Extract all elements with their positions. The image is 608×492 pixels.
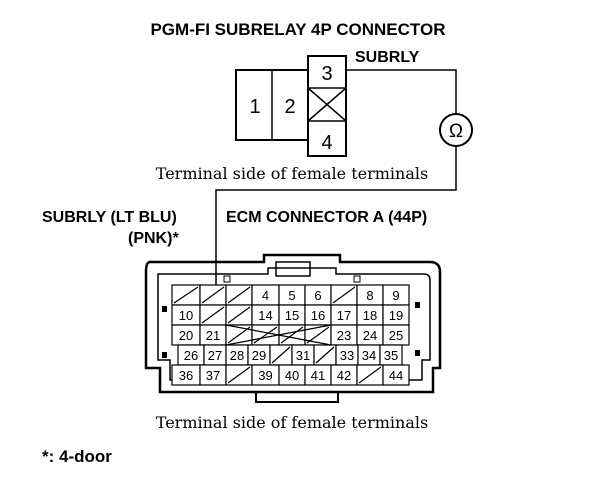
ecm-terminal-34: 34 — [362, 348, 376, 363]
test-lead-bottom — [215, 146, 457, 300]
ecm-terminal-grid: 4 5 6 8 9 10 14 15 16 17 18 19 20 21 23 24 25 26 27 28 29 31 3… — [171, 284, 410, 386]
ecm-terminal-20: 20 — [179, 328, 193, 343]
ecm-empty-slash — [201, 286, 225, 304]
ecm-empty-slash — [271, 346, 291, 364]
ohm-symbol: Ω — [449, 121, 463, 142]
ohmmeter-icon: Ω — [439, 113, 473, 147]
ecm-empty-slash — [280, 326, 304, 344]
ecm-terminal-39: 39 — [258, 368, 272, 383]
ecm-terminal-37: 37 — [206, 368, 220, 383]
ecm-terminal-35: 35 — [384, 348, 398, 363]
ecm-terminal-36: 36 — [179, 368, 193, 383]
ecm-terminal-42: 42 — [337, 368, 351, 383]
ecm-terminal-15: 15 — [285, 308, 299, 323]
ecm-terminal-19: 19 — [389, 308, 403, 323]
ecm-empty-slash — [358, 366, 382, 384]
ecm-terminal-41: 41 — [311, 368, 325, 383]
ecm-blank-cross — [225, 324, 332, 346]
ecm-cell — [382, 364, 410, 386]
subrelay-pin-1: 1 — [249, 96, 260, 118]
ecm-terminal-25: 25 — [389, 328, 403, 343]
subrelay-pin-4: 4 — [321, 132, 332, 154]
ecm-terminal-26: 26 — [184, 348, 198, 363]
ecm-terminal-6: 6 — [314, 288, 321, 303]
ecm-empty-slash — [306, 326, 330, 344]
ecm-terminal-44: 44 — [389, 368, 403, 383]
ecm-terminal-33: 33 — [340, 348, 354, 363]
ecm-empty-slash — [253, 326, 278, 344]
footnote: *: 4-door — [42, 447, 112, 466]
ecm-terminal-24: 24 — [363, 328, 377, 343]
ecm-empty-slash — [227, 366, 251, 384]
ecm-terminal-21: 21 — [206, 328, 220, 343]
ecm-empty-slash — [227, 306, 251, 324]
ecm-terminal-23: 23 — [337, 328, 351, 343]
ecm-terminal-27: 27 — [208, 348, 222, 363]
ecm-terminal-16: 16 — [311, 308, 325, 323]
subrly-label: SUBRLY — [355, 49, 420, 66]
ecm-empty-slash — [227, 326, 251, 344]
ecm-caption: Terminal side of female terminals — [156, 413, 428, 432]
ecm-terminal-5: 5 — [288, 288, 295, 303]
ecm-empty-slash — [173, 286, 199, 304]
ecm-terminal-18: 18 — [363, 308, 377, 323]
ecm-terminal-10: 10 — [179, 308, 193, 323]
ecm-terminal-9: 9 — [392, 288, 399, 303]
ecm-empty-slash — [201, 306, 225, 324]
ecm-terminal-40: 40 — [285, 368, 299, 383]
ecm-terminal-17: 17 — [337, 308, 351, 323]
subrelay-caption: Terminal side of female terminals — [156, 164, 428, 183]
ecm-empty-slash — [332, 286, 356, 304]
ecm-empty-slash — [315, 346, 335, 364]
diagram-title: PGM-FI SUBRELAY 4P CONNECTOR — [150, 20, 445, 39]
subrelay-pin-3: 3 — [321, 63, 332, 85]
ecm-empty-slash — [227, 286, 251, 304]
ecm-terminal-4: 4 — [262, 288, 269, 303]
subrelay-pin-2: 2 — [284, 96, 295, 118]
ecm-terminal-28: 28 — [230, 348, 244, 363]
ecm-terminal-14: 14 — [258, 308, 272, 323]
ecm-terminal-31: 31 — [296, 348, 310, 363]
subrelay-connector: 1 2 3 4 — [235, 55, 347, 157]
ecm-connector-title: ECM CONNECTOR A (44P) — [226, 209, 427, 226]
ecm-terminal-29: 29 — [252, 348, 266, 363]
test-lead-top — [346, 69, 457, 115]
wire-label-subrly: SUBRLY (LT BLU) — [42, 209, 177, 226]
wire-label-pnk: (PNK)* — [128, 230, 179, 247]
ecm-terminal-8: 8 — [366, 288, 373, 303]
